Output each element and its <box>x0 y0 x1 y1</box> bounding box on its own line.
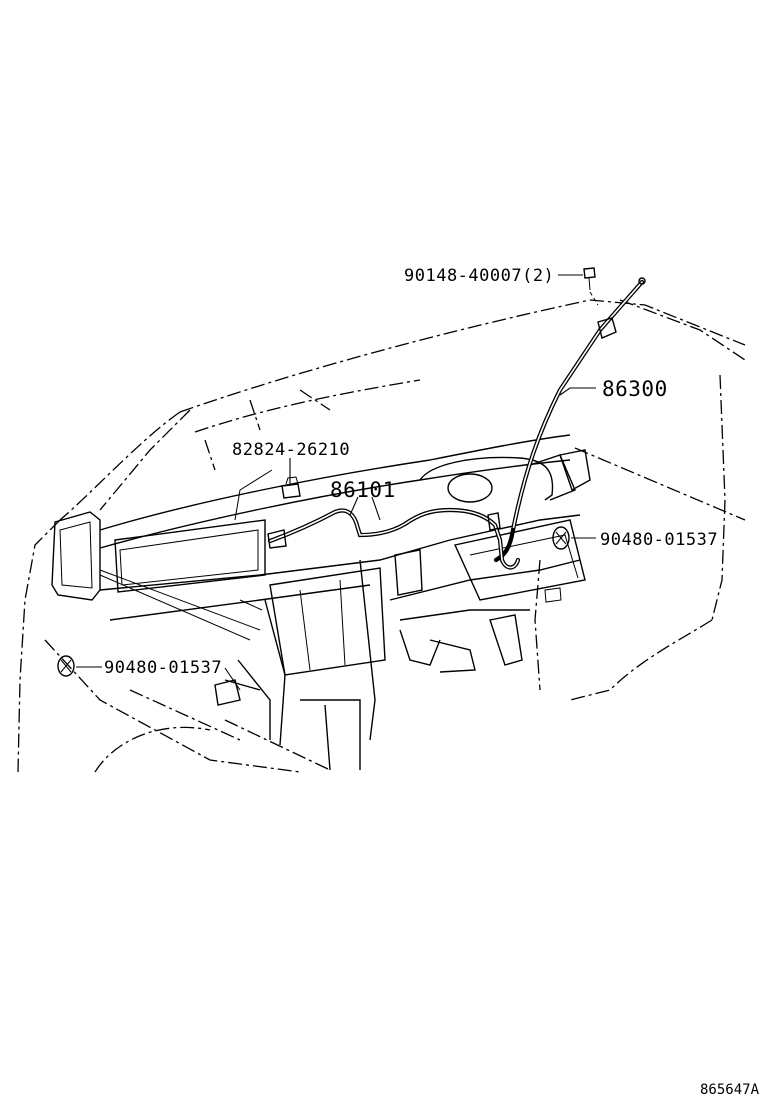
label-clip-left: 90480-01537 <box>104 658 222 678</box>
antenna-cord <box>267 507 521 570</box>
label-antenna-cord: 86101 <box>330 478 396 502</box>
label-clip-right: 90480-01537 <box>600 530 718 550</box>
diagram-code: 865647A <box>700 1082 760 1098</box>
vehicle-body-outline <box>17 299 746 773</box>
clamp-part <box>281 476 301 499</box>
leader-lines <box>76 274 596 691</box>
label-antenna-assembly: 86300 <box>602 377 668 401</box>
antenna-assembly <box>493 277 646 563</box>
label-bolt: 90148-40007(2) <box>404 266 554 286</box>
bolt-part <box>583 267 599 306</box>
clip-right <box>552 526 570 550</box>
label-clamp: 82824-26210 <box>232 440 350 460</box>
instrument-panel <box>51 434 591 771</box>
clip-left <box>57 655 75 677</box>
